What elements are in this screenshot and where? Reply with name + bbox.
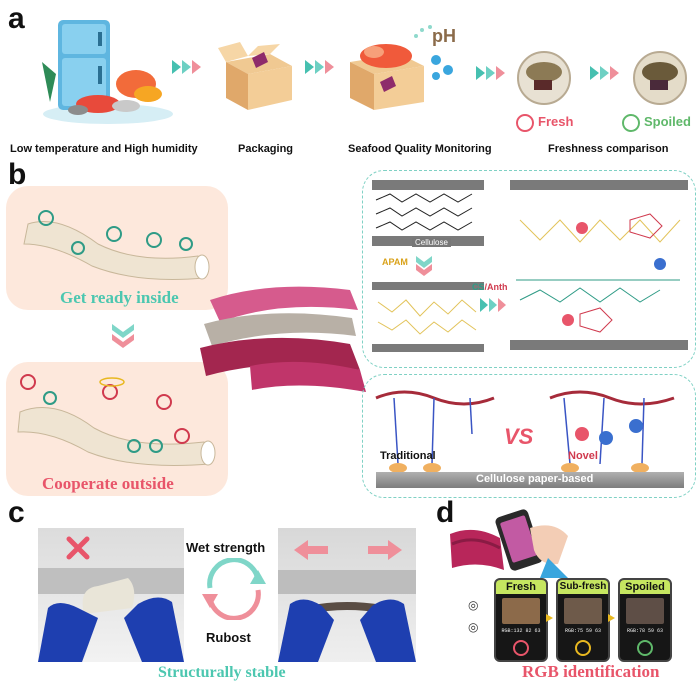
chevron-arrow-2 xyxy=(305,60,334,74)
package-box-illustration xyxy=(218,42,292,110)
spoiled-sample-image xyxy=(626,598,664,624)
comparison-box xyxy=(362,374,696,498)
layered-paper-sheets xyxy=(200,286,366,392)
eye-icon: ◎ xyxy=(468,598,479,612)
sad-face-icon xyxy=(622,114,640,132)
spoiled-card: Spoiled RGB:78 59 63 xyxy=(618,578,672,662)
stretch-arrows-icon xyxy=(294,540,402,560)
apam-label: APAM xyxy=(382,257,408,267)
ph-label: pH xyxy=(432,26,456,46)
panel-a-label: a xyxy=(8,2,25,35)
caption-freshness: Freshness comparison xyxy=(548,143,669,155)
subfresh-card: Sub-fresh RGB:75 59 63 xyxy=(556,578,610,662)
cs-anth-arrow xyxy=(480,298,506,312)
complex-structure-right xyxy=(510,180,688,350)
x-mark-icon xyxy=(66,536,90,560)
chevron-arrow-4 xyxy=(590,66,619,80)
panel-d-label: d xyxy=(436,496,455,529)
subfresh-rgb-value: RGB:75 59 63 xyxy=(564,628,601,634)
fiber-tube-bottom xyxy=(17,374,216,466)
photo-gloves-left xyxy=(38,528,184,662)
caption-low-temp: Low temperature and High humidity xyxy=(10,143,198,155)
fresh-card: Fresh RGB:132 82 63 xyxy=(494,578,548,662)
eye-icon-2: ◎ xyxy=(468,620,479,634)
fiber-tube-top xyxy=(23,210,210,280)
apam-structure-middle xyxy=(372,282,484,352)
cycle-arrows-icon xyxy=(202,558,266,620)
rgb-identification-text: RGB identification xyxy=(522,662,660,681)
get-ready-text: Get ready inside xyxy=(60,288,179,307)
caption-monitoring: Seafood Quality Monitoring xyxy=(348,143,492,155)
monitoring-box-illustration xyxy=(350,25,453,110)
caption-packaging: Packaging xyxy=(238,143,294,155)
novel-label: Novel xyxy=(568,450,598,462)
spoiled-rgb-value: RGB:78 59 63 xyxy=(626,628,663,634)
cs-label: CS xyxy=(472,282,485,292)
fresh-label: Fresh xyxy=(538,114,574,129)
paper-based-label: Cellulose paper-based xyxy=(476,473,594,485)
spoiled-face-icon xyxy=(637,640,653,656)
cooperate-text: Cooperate outside xyxy=(42,474,174,493)
cs-anth-label: CS/Anth xyxy=(472,282,508,292)
cellulose-label: Cellulose xyxy=(412,238,451,247)
down-chevron-arrow xyxy=(112,324,134,348)
panel-c-label: c xyxy=(8,496,25,529)
vs-label: VS xyxy=(504,424,534,449)
subfresh-face-icon xyxy=(575,640,591,656)
subfresh-sample-image xyxy=(564,598,602,624)
spoiled-shrimp-dish xyxy=(633,51,687,105)
traditional-label: Traditional xyxy=(380,450,436,462)
rubost-label: Rubost xyxy=(206,630,251,645)
chevron-arrow-1 xyxy=(172,60,201,74)
fresh-sample-image xyxy=(502,598,540,624)
subfresh-card-title: Sub-fresh xyxy=(558,580,608,594)
structurally-stable-text: Structurally stable xyxy=(158,664,286,681)
cellulose-structure-top xyxy=(372,180,484,246)
card-arrow-1 xyxy=(546,614,553,622)
fresh-face-icon xyxy=(513,640,529,656)
traditional-vs-novel-chains xyxy=(375,390,675,473)
anth-label: /Anth xyxy=(484,282,508,292)
fresh-rgb-value: RGB:132 82 63 xyxy=(501,628,541,634)
panel-b-label: b xyxy=(8,158,27,191)
happy-face-icon xyxy=(516,114,534,132)
molecular-structure-box xyxy=(362,170,696,368)
spoiled-label: Spoiled xyxy=(644,114,691,129)
spoiled-card-title: Spoiled xyxy=(620,580,670,594)
apam-down-arrow xyxy=(416,256,432,276)
wet-strength-label: Wet strength xyxy=(186,540,266,555)
fridge-seafood-illustration xyxy=(42,20,173,124)
chevron-arrow-3 xyxy=(476,66,505,80)
fresh-card-title: Fresh xyxy=(496,580,546,594)
fresh-shrimp-dish xyxy=(517,51,571,105)
card-arrow-2 xyxy=(608,614,615,622)
phone-scanning-illustration xyxy=(450,509,568,578)
paper-base-bar xyxy=(376,472,684,488)
